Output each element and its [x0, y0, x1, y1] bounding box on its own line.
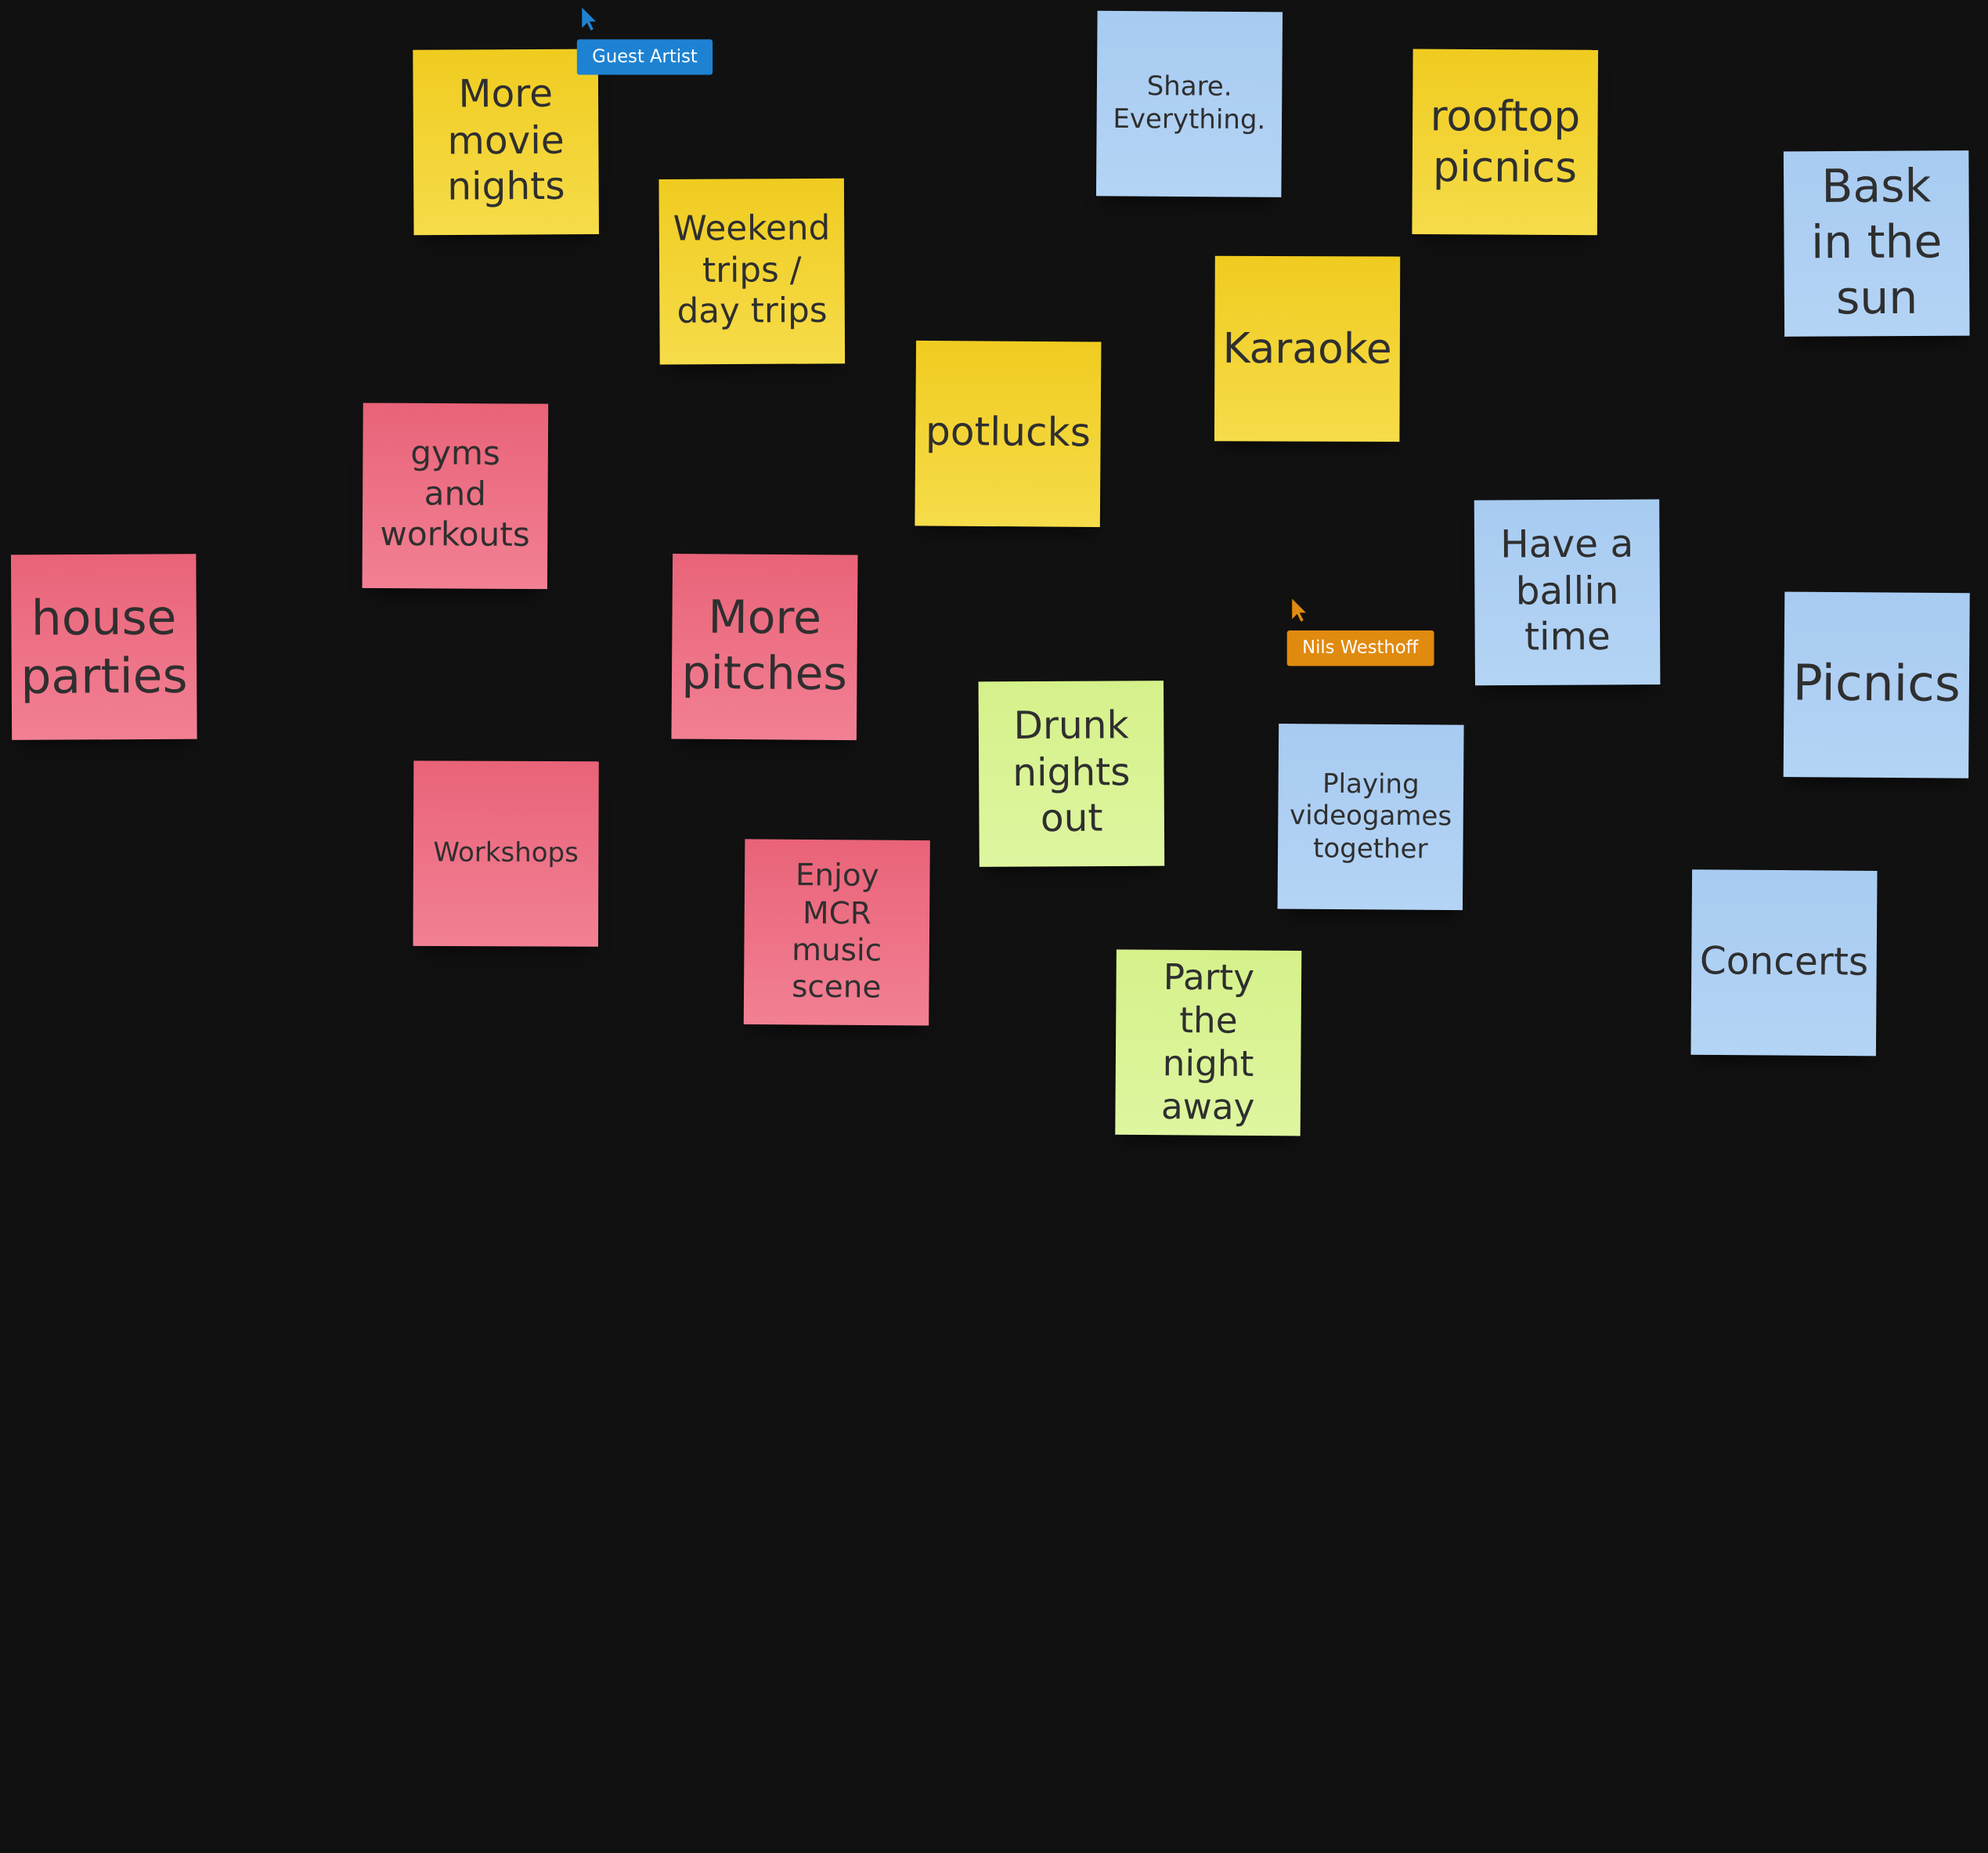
pointer-arrow-icon: [1292, 598, 1306, 622]
sticky-note-text: More pitches: [681, 592, 848, 701]
sticky-note[interactable]: Drunk nights out: [978, 681, 1165, 867]
collaborator-cursor-label: Nils Westhoff: [1286, 630, 1434, 666]
sticky-note-text: Share. Everything.: [1113, 70, 1266, 135]
sticky-note[interactable]: Bask in the sun: [1783, 150, 1970, 337]
sticky-note-text: rooftop picnics: [1430, 90, 1581, 193]
sticky-note-text: potlucks: [925, 409, 1091, 457]
sticky-note-text: Bask in the sun: [1810, 161, 1943, 325]
sticky-note[interactable]: Playing videogames together: [1277, 724, 1464, 911]
sticky-note[interactable]: More pitches: [671, 553, 858, 741]
sticky-note[interactable]: Karaoke: [1214, 255, 1401, 442]
sticky-note-text: Karaoke: [1222, 323, 1392, 374]
sticky-note[interactable]: More movie nights: [413, 49, 599, 236]
sticky-note-text: Party the night away: [1160, 955, 1255, 1129]
sticky-note[interactable]: Workshops: [413, 760, 599, 947]
sticky-note[interactable]: Concerts: [1690, 869, 1878, 1057]
sticky-note-text: Weekend trips / day trips: [673, 208, 831, 333]
sticky-note-text: gyms and workouts: [380, 435, 530, 555]
sticky-note[interactable]: Party the night away: [1115, 949, 1302, 1136]
sticky-note[interactable]: Weekend trips / day trips: [658, 178, 846, 365]
sticky-note-text: Enjoy MCR music scene: [792, 858, 882, 1006]
sticky-note[interactable]: gyms and workouts: [362, 403, 549, 590]
sticky-note[interactable]: rooftop picnics: [1412, 49, 1599, 236]
sticky-note[interactable]: Enjoy MCR music scene: [743, 839, 930, 1026]
sticky-note[interactable]: house parties: [10, 554, 197, 740]
sticky-note[interactable]: Picnics: [1783, 591, 1970, 778]
sticky-note[interactable]: potlucks: [915, 340, 1102, 527]
sticky-note-text: Drunk nights out: [1012, 703, 1131, 842]
pointer-arrow-icon: [582, 7, 597, 31]
sticky-note-text: Have a ballin time: [1500, 522, 1634, 661]
sticky-note-text: Playing videogames together: [1289, 768, 1452, 865]
sticky-note-text: More movie nights: [447, 72, 565, 211]
sticky-note[interactable]: Share. Everything.: [1095, 10, 1283, 197]
sticky-note-text: Concerts: [1699, 938, 1869, 985]
sticky-note[interactable]: Have a ballin time: [1474, 499, 1661, 686]
sticky-note-text: Picnics: [1792, 655, 1961, 714]
sticky-note-text: house parties: [20, 589, 188, 705]
collaborator-cursor-label: Guest Artist: [576, 39, 713, 75]
sticky-note-text: Workshops: [433, 836, 579, 869]
